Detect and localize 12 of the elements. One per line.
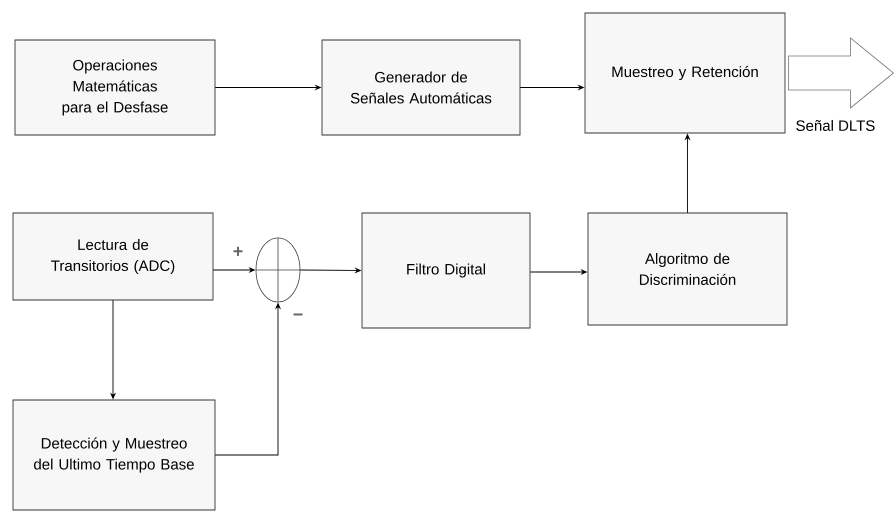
sign-label: − bbox=[294, 314, 303, 316]
process-box: Operaciones Matemáticas para el Desfase bbox=[14, 40, 216, 136]
block-arrow bbox=[788, 37, 894, 109]
process-box: Algoritmo de Discriminación bbox=[588, 212, 788, 326]
process-box: Lectura de Transitorios (ADC) bbox=[12, 212, 214, 300]
summing-junction bbox=[256, 238, 300, 302]
edge-label: Señal DLTS bbox=[796, 120, 875, 131]
process-box: Muestreo y Retención bbox=[584, 12, 786, 134]
process-box: Filtro Digital bbox=[362, 212, 530, 328]
sign-label: + bbox=[234, 246, 243, 256]
process-box: Detección y Muestreo del Ultimo Tiempo Base bbox=[12, 400, 216, 510]
process-box: Generador de Señales Automáticas bbox=[322, 40, 520, 136]
